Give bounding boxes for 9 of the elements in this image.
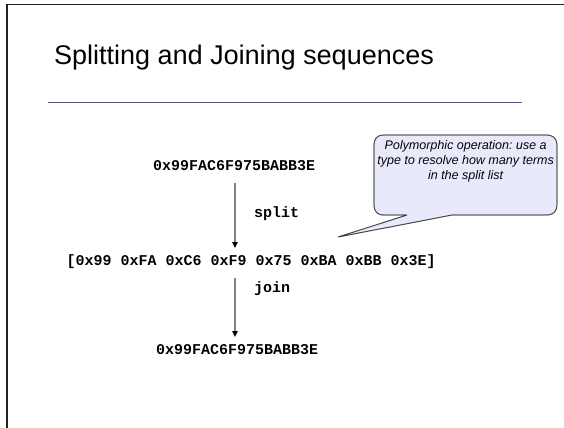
edge-label: split	[254, 205, 300, 222]
byte-list: [0x99 0xFA 0xC6 0xF9 0x75 0xBA 0xBB 0x3E]	[66, 253, 436, 270]
hex-value: 0x99FAC6F975BABB3E	[156, 342, 318, 359]
callout-text: Polymorphic operation: use a type to resolve how many terms in the split list	[376, 138, 555, 183]
arrow	[232, 182, 238, 248]
edge-label: join	[254, 280, 290, 297]
arrow	[232, 278, 238, 337]
hex-value: 0x99FAC6F975BABB3E	[152, 158, 316, 175]
slide-title: Splitting and Joining sequences	[54, 40, 434, 71]
